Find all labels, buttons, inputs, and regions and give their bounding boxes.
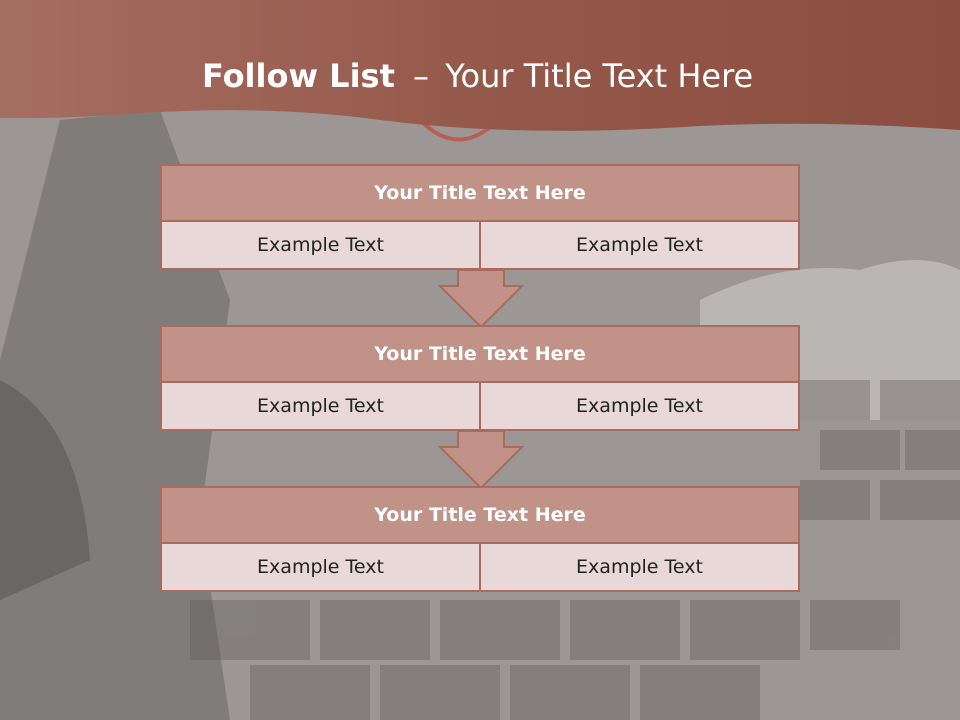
follow-step-1: Your Title Text Here Example Text Exampl… <box>160 164 800 270</box>
step-cell-left: Example Text <box>160 542 481 592</box>
step-title: Your Title Text Here <box>160 164 800 222</box>
slide-title: Follow List – Your Title Text Here <box>202 54 753 98</box>
step-row: Example Text Example Text <box>160 381 800 431</box>
step-row: Example Text Example Text <box>160 542 800 592</box>
slide-title-rest: Your Title Text Here <box>445 57 754 95</box>
follow-step-2: Your Title Text Here Example Text Exampl… <box>160 325 800 431</box>
slide-title-dash: – <box>413 57 430 95</box>
step-cell-left: Example Text <box>160 381 481 431</box>
slide-title-bold: Follow List <box>202 57 395 95</box>
step-cell-right: Example Text <box>479 542 800 592</box>
step-cell-right: Example Text <box>479 381 800 431</box>
step-row: Example Text Example Text <box>160 220 800 270</box>
step-cell-left: Example Text <box>160 220 481 270</box>
step-title: Your Title Text Here <box>160 325 800 383</box>
step-cell-right: Example Text <box>479 220 800 270</box>
down-arrow-icon <box>438 431 524 489</box>
follow-step-3: Your Title Text Here Example Text Exampl… <box>160 486 800 592</box>
down-arrow-icon <box>438 270 524 328</box>
header-band <box>0 0 960 131</box>
step-title: Your Title Text Here <box>160 486 800 544</box>
